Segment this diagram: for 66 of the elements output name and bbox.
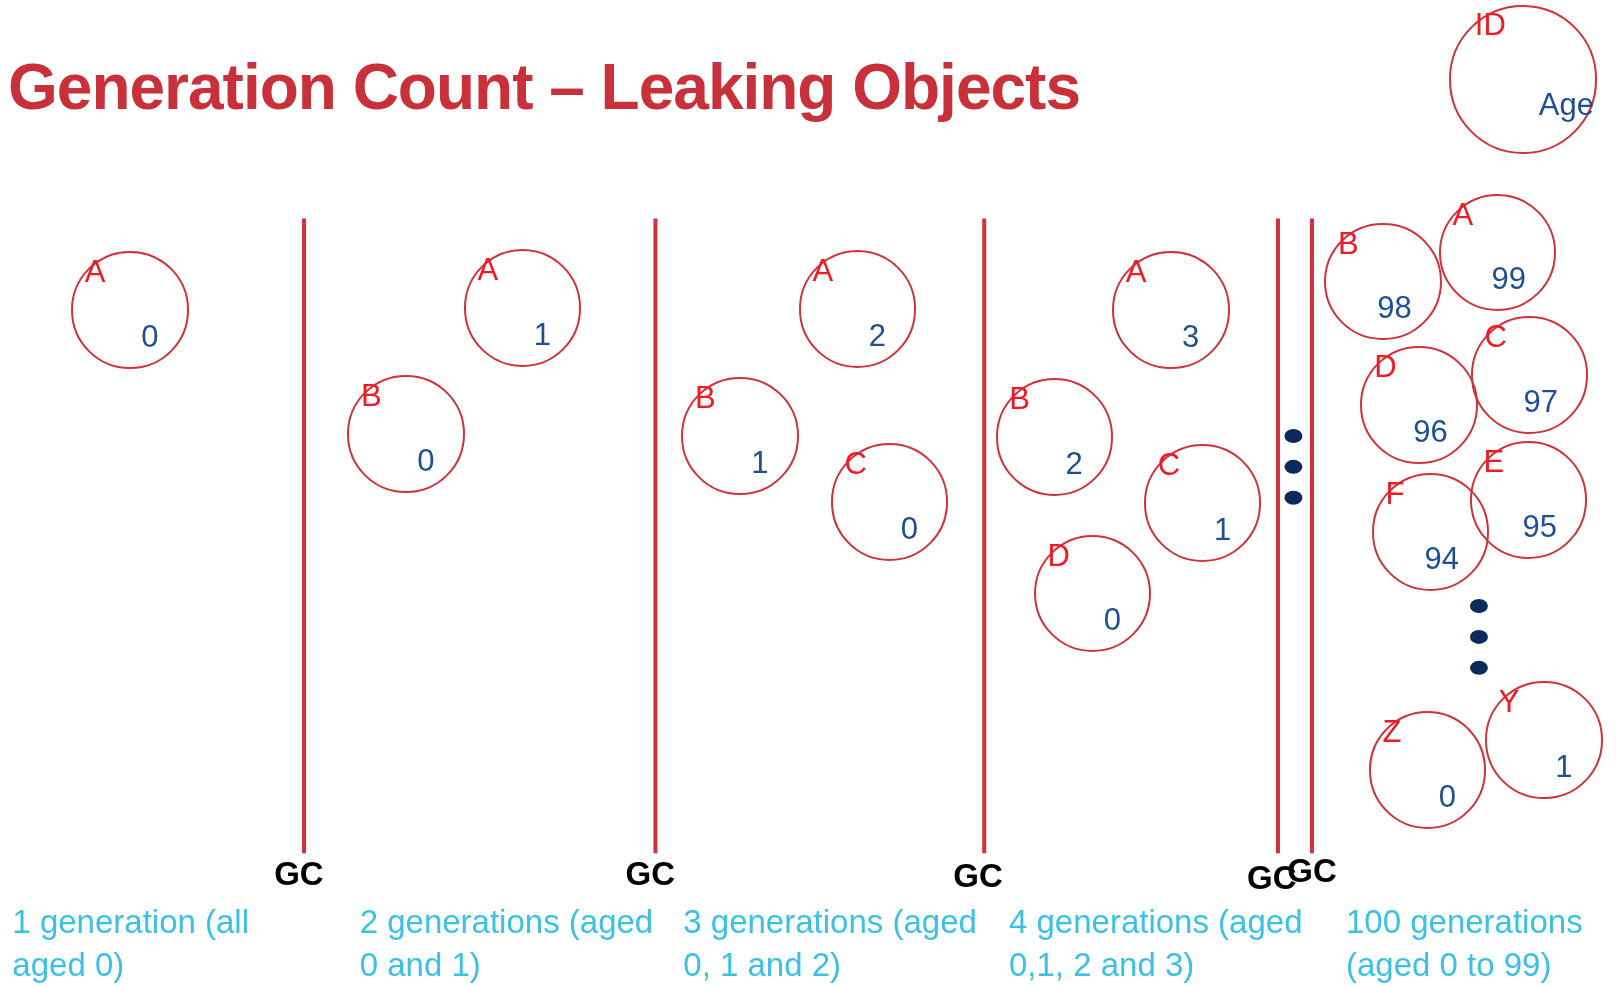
object-circle bbox=[1449, 5, 1598, 154]
object-id: Y bbox=[1498, 686, 1520, 718]
object-circle bbox=[347, 375, 465, 493]
object-circle bbox=[1033, 534, 1152, 653]
title: Generation Count – Leaking Objects bbox=[8, 50, 1080, 124]
object-age: 1 bbox=[1555, 750, 1573, 782]
object-age: 0 bbox=[417, 444, 435, 476]
object-age: 0 bbox=[1438, 780, 1456, 812]
object-age: 98 bbox=[1377, 292, 1412, 324]
generation-caption: 4 generations (aged 0,1, 2 and 3) bbox=[1008, 901, 1304, 985]
object-age: 2 bbox=[868, 320, 886, 351]
generation-caption: 2 generations (aged 0 and 1) bbox=[359, 901, 655, 985]
object-age: 95 bbox=[1522, 510, 1557, 542]
object-circle bbox=[798, 250, 917, 368]
object-age: 1 bbox=[533, 318, 552, 350]
gc-label: GC bbox=[274, 857, 324, 891]
object-circle bbox=[1469, 441, 1588, 559]
gc-label: GC bbox=[953, 858, 1003, 892]
object-circle bbox=[1360, 346, 1478, 464]
object-circle bbox=[1438, 193, 1557, 312]
object-id: D bbox=[1374, 351, 1397, 383]
object-circle bbox=[830, 443, 949, 561]
object-age: 97 bbox=[1523, 385, 1558, 417]
object-id: A bbox=[812, 255, 834, 287]
generation-caption: 3 generations (aged 0, 1 and 2) bbox=[683, 901, 978, 985]
object-age: Age bbox=[1538, 88, 1594, 120]
object-circle bbox=[995, 378, 1114, 496]
gc-label: GC bbox=[625, 857, 676, 891]
object-circle bbox=[1143, 444, 1262, 562]
object-circle bbox=[1368, 711, 1487, 829]
object-circle bbox=[1371, 473, 1490, 591]
object-age: 99 bbox=[1491, 263, 1527, 295]
object-id: C bbox=[1157, 449, 1181, 481]
generation-caption: 100 generations (aged 0 to 99) bbox=[1345, 901, 1584, 985]
object-circle bbox=[1470, 316, 1589, 434]
generation-caption: 1 generation (all aged 0) bbox=[12, 901, 250, 985]
object-age: 1 bbox=[751, 446, 769, 478]
object-circle bbox=[463, 249, 582, 367]
object-id: Z bbox=[1382, 716, 1402, 748]
object-circle bbox=[1112, 251, 1230, 369]
object-id: D bbox=[1047, 539, 1070, 571]
object-id: B bbox=[1009, 383, 1030, 415]
object-id: A bbox=[477, 254, 499, 286]
object-id: C bbox=[844, 448, 867, 480]
object-age: 3 bbox=[1182, 321, 1200, 352]
object-circle bbox=[1324, 222, 1442, 341]
object-age: 94 bbox=[1424, 542, 1460, 574]
object-age: 0 bbox=[1103, 604, 1121, 636]
object-id: E bbox=[1483, 446, 1505, 477]
object-circle bbox=[71, 251, 189, 369]
object-id: A bbox=[1125, 256, 1147, 288]
object-id: A bbox=[1452, 198, 1474, 230]
object-id: B bbox=[694, 382, 716, 414]
object-age: 0 bbox=[141, 321, 159, 352]
object-id: A bbox=[84, 256, 106, 288]
object-circle bbox=[1485, 681, 1603, 799]
object-circle bbox=[681, 377, 799, 495]
object-age: 1 bbox=[1214, 513, 1232, 545]
object-id: F bbox=[1385, 477, 1405, 509]
object-age: 96 bbox=[1413, 415, 1448, 447]
object-age: 2 bbox=[1065, 447, 1083, 479]
object-age: 0 bbox=[900, 512, 918, 544]
object-id: ID bbox=[1474, 8, 1506, 40]
object-id: C bbox=[1484, 321, 1507, 353]
object-id: B bbox=[1338, 227, 1359, 259]
object-id: B bbox=[361, 380, 382, 412]
